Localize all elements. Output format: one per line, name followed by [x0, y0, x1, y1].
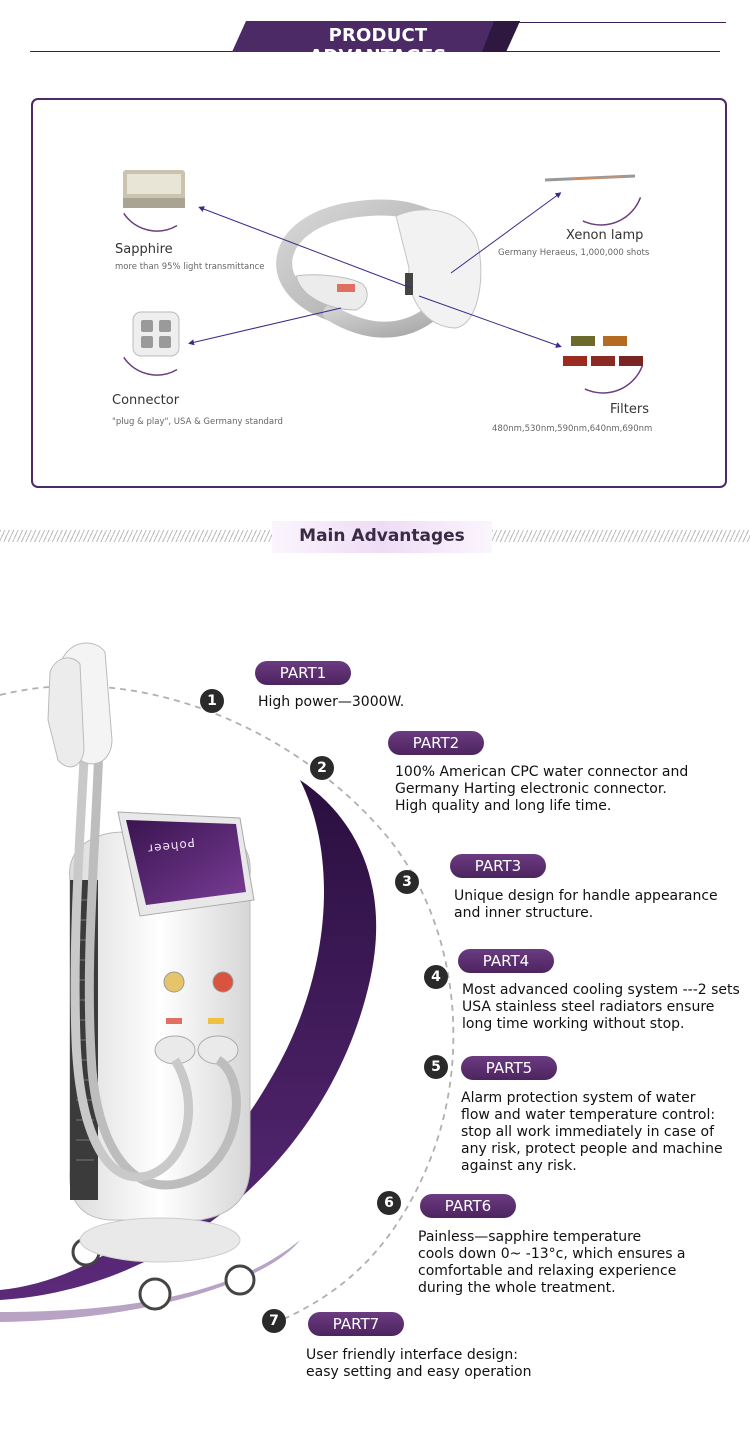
part2-desc: 100% American CPC water connector and Ge… [395, 764, 689, 814]
filters-desc: 480nm,530nm,590nm,640nm,690nm [492, 424, 653, 434]
connector-desc: "plug & play", USA & Germany standard [112, 417, 283, 427]
part2-pill: PART2 [388, 731, 484, 755]
part4-desc: Most advanced cooling system ---2 sets U… [462, 982, 740, 1032]
part6-desc: Painless—sapphire temperature cools down… [418, 1229, 686, 1296]
part1-pill: PART1 [255, 661, 351, 685]
product-diagram [116, 140, 646, 394]
part2-number: 2 [310, 756, 334, 780]
part5-number: 5 [424, 1055, 448, 1079]
part3-number: 3 [395, 870, 419, 894]
part6-number: 6 [377, 1191, 401, 1215]
connector-circle [116, 294, 198, 376]
xenon-circle [544, 140, 644, 226]
machine-illustration [0, 642, 455, 1326]
xenon-desc: Germany Heraeus, 1,000,000 shots [498, 248, 650, 258]
handpiece-image [276, 199, 482, 338]
part5-desc: Alarm protection system of water flow an… [461, 1090, 723, 1174]
filters-circle [560, 308, 646, 394]
connector-label: Connector [112, 393, 180, 408]
part3-pill: PART3 [450, 854, 546, 878]
part1-desc: High power—3000W. [258, 694, 405, 710]
header-overline [470, 22, 726, 23]
part6-pill: PART6 [420, 1194, 516, 1218]
xenon-label: Xenon lamp [566, 228, 644, 243]
filters-label: Filters [610, 402, 649, 417]
hatch-right [492, 530, 750, 542]
sapphire-circle [116, 150, 198, 232]
page-title: PRODUCT ADVANTAGES [309, 25, 447, 67]
sapphire-desc: more than 95% light transmittance [115, 262, 265, 272]
part1-number: 1 [200, 689, 224, 713]
pointer-arrows [188, 192, 562, 348]
part4-number: 4 [424, 965, 448, 989]
part7-desc: User friendly interface design: easy set… [306, 1347, 532, 1380]
main-advantages-tab [272, 521, 492, 553]
part7-pill: PART7 [308, 1312, 404, 1336]
main-advantages-title: Main Advantages [299, 526, 465, 546]
part3-desc: Unique design for handle appearance and … [454, 888, 718, 921]
header-banner [232, 21, 520, 52]
hatch-left [0, 530, 272, 542]
part7-number: 7 [262, 1309, 286, 1333]
part5-pill: PART5 [461, 1056, 557, 1080]
sapphire-label: Sapphire [115, 242, 173, 257]
part4-pill: PART4 [458, 949, 554, 973]
